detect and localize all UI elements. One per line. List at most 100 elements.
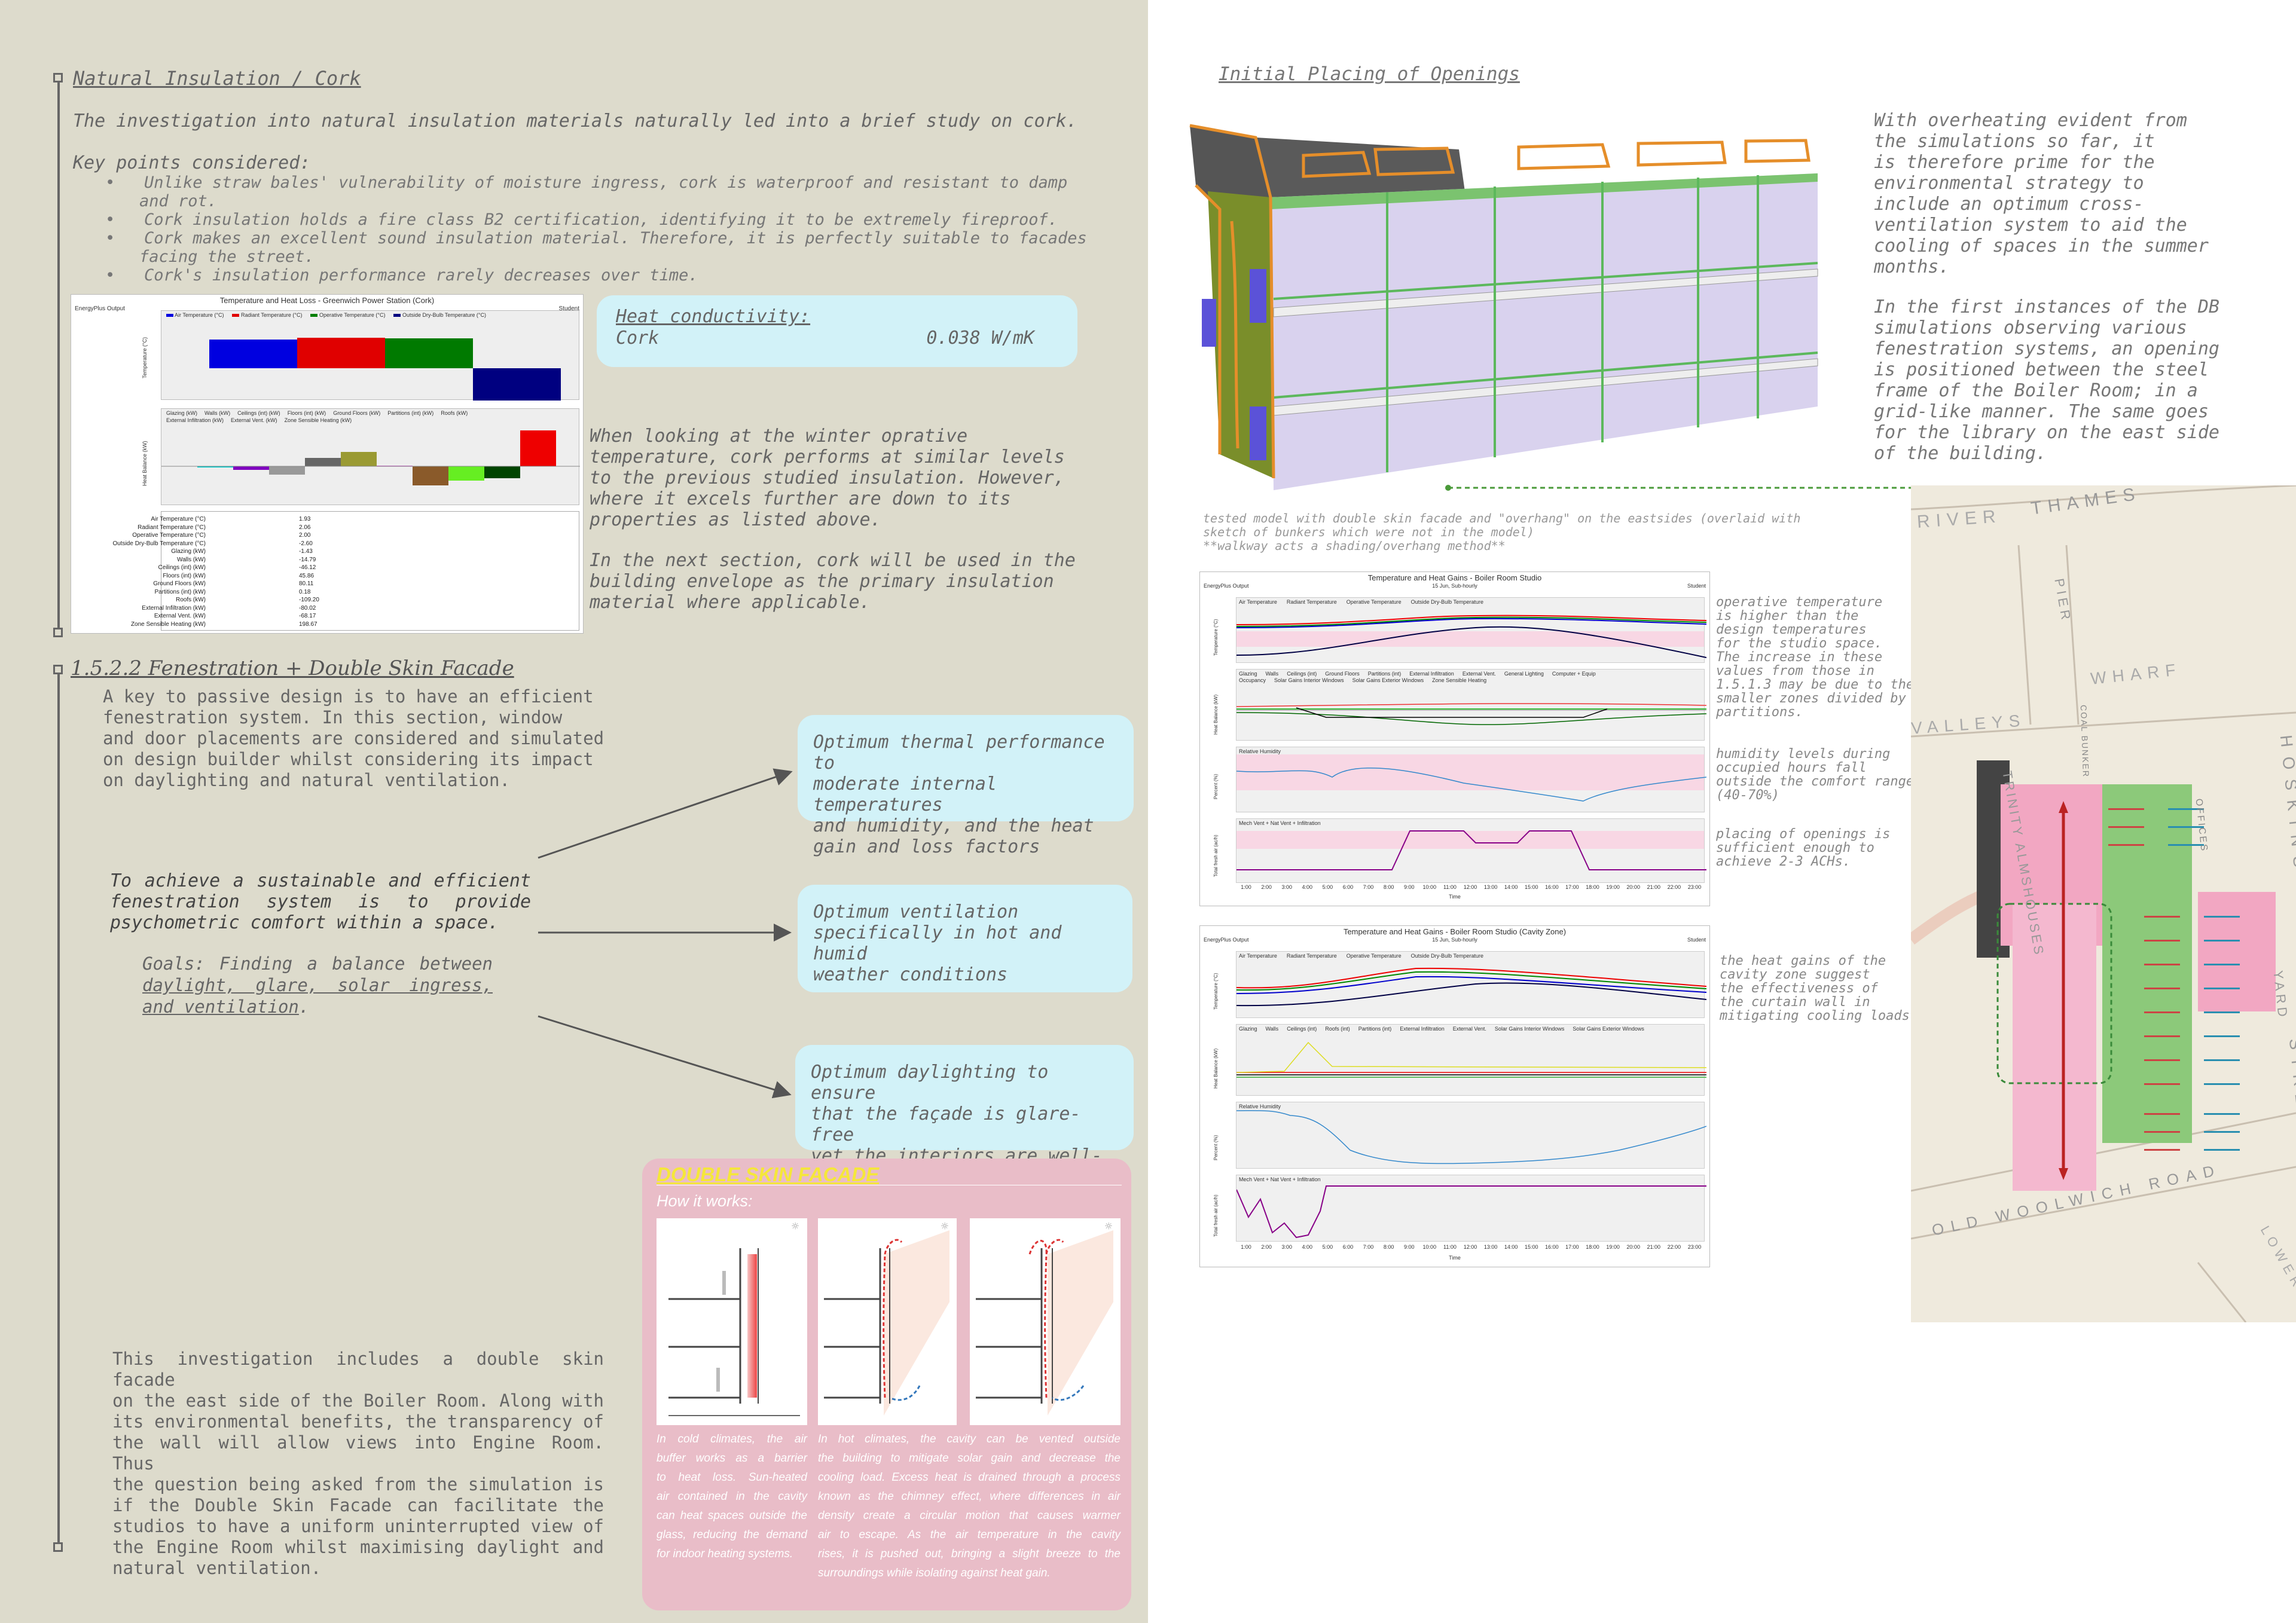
line: the Engine Room whilst maximising daylig… xyxy=(112,1537,604,1557)
bullet-3: • Cork makes an excellent sound insulati… xyxy=(105,229,1087,247)
openings-heading: Initial Placing of Openings xyxy=(1219,63,1520,85)
legend-item: Walls xyxy=(1265,671,1279,677)
row-value: -109.20 xyxy=(299,597,319,603)
row-value: -46.12 xyxy=(299,564,316,571)
line: is higher than the xyxy=(1716,609,1859,623)
goals-list: Goals: Finding a balance between dayligh… xyxy=(142,953,493,1017)
row-value: -14.79 xyxy=(299,556,316,563)
legend-item: General Lighting xyxy=(1504,671,1544,677)
x-tick-label: 5:00 xyxy=(1322,884,1333,890)
line: weather conditions xyxy=(813,964,1008,985)
airflow-arrow xyxy=(2204,916,2240,918)
line: smaller zones divided by xyxy=(1716,691,1906,706)
sim1-ach-line xyxy=(1236,830,1706,870)
x-tick-label: 10:00 xyxy=(1422,884,1437,890)
bullet-1-cont: and rot. xyxy=(139,192,218,210)
line: that the façade is glare-free xyxy=(811,1104,1081,1145)
fen-intro: A key to passive design is to have an ef… xyxy=(103,686,604,791)
sim2-ylab-a: Temperature (°C) xyxy=(1213,973,1219,1010)
airflow-arrow xyxy=(2144,1149,2180,1151)
row-label: Radiant Temperature (°C) xyxy=(138,524,206,531)
card-thermal: Optimum thermal performance to moderate … xyxy=(798,715,1134,857)
airflow-arrow xyxy=(2204,1011,2240,1013)
x-tick-label: 5:00 xyxy=(1322,1244,1333,1250)
sim2-left-label: EnergyPlus Output xyxy=(1204,937,1249,943)
line: if the Double Skin Facade can facilitate… xyxy=(112,1495,604,1515)
line: cooling load. Excess heat is drained thr… xyxy=(818,1471,1120,1484)
x-tick-label: 1:00 xyxy=(1241,1244,1251,1250)
legend-item: Air Temperature xyxy=(1239,953,1277,959)
legend-item: External Vent. xyxy=(1452,1026,1486,1032)
x-tick-label: 1:00 xyxy=(1241,884,1251,890)
line: environmental strategy to xyxy=(1874,173,2144,194)
cork-legend-2: Glazing (kW) Walls (kW) Ceilings (int) (… xyxy=(166,410,525,423)
timeline-line-bottom xyxy=(57,670,60,1548)
svg-text:☼: ☼ xyxy=(941,1219,948,1233)
bar-walls xyxy=(233,466,269,470)
row-label: Ground Floors (kW) xyxy=(153,580,206,587)
x-tick-label: 15:00 xyxy=(1524,884,1538,890)
airflow-arrow xyxy=(2144,1059,2180,1061)
line: of the building. xyxy=(1874,443,2047,464)
legend-item: Zone Sensible Heating xyxy=(1432,677,1487,683)
row-label: Partitions (int) (kW) xyxy=(154,588,206,595)
row-value: 198.67 xyxy=(299,621,317,628)
x-tick-label: 11:00 xyxy=(1443,884,1457,890)
row-label: Air Temperature (°C) xyxy=(151,516,206,522)
airflow-arrow xyxy=(2144,1113,2180,1115)
line: buffer works as a barrier xyxy=(657,1452,807,1465)
cork-chart-left-label: EnergyPlus Output xyxy=(75,305,125,312)
row-value: -68.17 xyxy=(299,613,316,619)
comfort-band xyxy=(1236,831,1704,849)
x-tick-label: 7:00 xyxy=(1363,884,1374,890)
timeline-marker xyxy=(53,665,63,674)
keypoints-title: Key points considered: xyxy=(73,152,311,173)
sim1-humidity-strip: Relative Humidity xyxy=(1236,747,1706,812)
x-tick-label: 2:00 xyxy=(1261,884,1272,890)
goals-line-2: and ventilation. xyxy=(142,997,310,1017)
line: to the previous studied insulation. Howe… xyxy=(590,467,1065,488)
airflow-arrow xyxy=(2144,964,2180,965)
bar-ground xyxy=(341,452,377,466)
line: rises, it is pushed out, bringing a slig… xyxy=(818,1548,1120,1560)
legend-item: Air Temperature xyxy=(1239,599,1277,605)
legend-item: Partitions (int) xyxy=(1358,1026,1392,1032)
legend-item: Glazing (kW) xyxy=(166,410,198,416)
airflow-arrow xyxy=(2204,988,2240,989)
legend-item: Ceilings (int) xyxy=(1287,1026,1317,1032)
line: include an optimum cross- xyxy=(1874,194,2144,215)
map-lines xyxy=(1911,485,2296,1322)
legend-item: Occupancy xyxy=(1239,677,1266,683)
row-label: Walls (kW) xyxy=(177,556,206,563)
line: studios to have a uniform uninterrupted … xyxy=(112,1516,604,1536)
cork-table-row: Roofs (kW)-109.20 xyxy=(161,596,579,604)
bullet-1: • Unlike straw bales' vulnerability of m… xyxy=(105,173,1068,192)
cork-table-row: External Infiltration (kW)-80.02 xyxy=(142,604,579,613)
line: In hot climates, the cavity can be vente… xyxy=(818,1433,1120,1445)
cork-chart: EnergyPlus Output Student Temperature an… xyxy=(71,294,584,634)
sim2-title: Temperature and Heat Gains - Boiler Room… xyxy=(1343,927,1567,936)
sim2-ach-line xyxy=(1236,1185,1706,1239)
cork-para-1: When looking at the winter oprative temp… xyxy=(590,426,1065,530)
line: **walkway acts a shading/overhang method… xyxy=(1203,539,1506,553)
airflow-arrow xyxy=(2144,1083,2180,1085)
line: ventilation system to aid the xyxy=(1874,215,2187,236)
dsf-title: DOUBLE SKIN FACADE xyxy=(657,1163,880,1185)
x-tick-label: 9:00 xyxy=(1403,1244,1415,1250)
legend-item: Roofs (int) xyxy=(1325,1026,1350,1032)
cork-table-row: Floors (int) (kW)45.86 xyxy=(161,572,579,580)
timeline-marker xyxy=(53,628,63,637)
sim1-heat-lines xyxy=(1236,703,1706,725)
cork-table-row: Partitions (int) (kW)0.18 xyxy=(154,588,579,597)
line: With overheating evident from xyxy=(1874,110,2187,131)
sim1-title: Temperature and Heat Gains - Boiler Room… xyxy=(1367,573,1542,582)
bar-floors xyxy=(305,458,341,466)
x-tick-label: 18:00 xyxy=(1586,884,1599,890)
sim1-ylab-c: Percent (%) xyxy=(1213,774,1219,799)
x-tick-label: 13:00 xyxy=(1483,884,1498,890)
